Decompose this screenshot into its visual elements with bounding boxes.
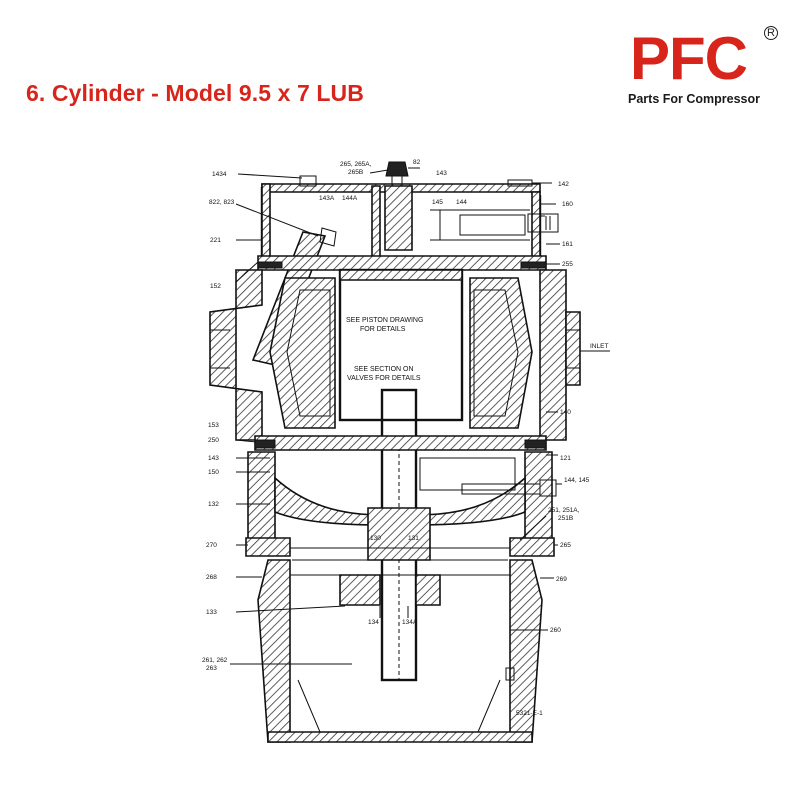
distance-piece	[245, 451, 557, 561]
label-133: 133	[206, 609, 217, 616]
label-153: 153	[208, 422, 219, 429]
label-121: 121	[560, 455, 571, 462]
label-221: 221	[210, 237, 221, 244]
piston-note-1: SEE PISTON DRAWING	[346, 317, 423, 324]
drawing-number: 5321-E-1	[516, 710, 543, 717]
label-145: 145	[432, 199, 443, 206]
logo-tagline: Parts For Compressor	[628, 92, 760, 106]
label-268: 268	[206, 574, 217, 581]
cylinder-body	[209, 269, 581, 441]
cylinder-head	[260, 175, 559, 260]
crosshead-housing	[257, 559, 543, 743]
label-130: 130	[370, 535, 381, 542]
label-132: 132	[208, 501, 219, 508]
label-82: 82	[413, 159, 421, 166]
label-270: 270	[206, 542, 217, 549]
lower-flange	[254, 435, 547, 451]
top-fitting	[384, 161, 413, 251]
inlet-label: INLET	[590, 343, 608, 350]
label-1434: 1434	[212, 171, 227, 178]
label-144-145: 144, 145	[564, 477, 590, 484]
logo-brand: PFC	[630, 25, 748, 92]
label-255: 255	[562, 261, 573, 268]
label-251: 251, 251A,	[548, 507, 580, 514]
label-134: 134	[368, 619, 379, 626]
label-140: 140	[560, 409, 571, 416]
label-265: 265, 265A,	[340, 161, 372, 168]
leader-lines	[230, 167, 610, 665]
pfc-logo: PFC R Parts For Compressor	[628, 25, 778, 110]
label-260: 260	[550, 627, 561, 634]
label-265-right: 265	[560, 542, 571, 549]
label-265b: 265B	[348, 169, 363, 176]
piston: SEE PISTON DRAWING FOR DETAILS SEE SECTI…	[338, 268, 464, 422]
upper-flange	[257, 255, 547, 271]
valves-note-2: VALVES FOR DETAILS	[347, 375, 421, 382]
label-269: 269	[556, 576, 567, 583]
label-263: 263	[206, 665, 217, 672]
label-152: 152	[210, 283, 221, 290]
part-labels: 265, 265A, 265B 82 143 142 1434 143A 144…	[202, 159, 608, 717]
label-150: 150	[208, 469, 219, 476]
page-title: 6. Cylinder - Model 9.5 x 7 LUB	[26, 80, 364, 106]
label-143a: 143A	[319, 195, 335, 202]
label-142: 142	[558, 181, 569, 188]
label-144: 144	[456, 199, 467, 206]
registered-mark-icon: R	[764, 26, 778, 40]
label-261: 261, 262	[202, 657, 228, 664]
label-161: 161	[562, 241, 573, 248]
label-131: 131	[408, 535, 419, 542]
label-250: 250	[208, 437, 219, 444]
label-144a: 144A	[342, 195, 358, 202]
label-251b: 251B	[558, 515, 573, 522]
label-160: 160	[562, 201, 573, 208]
label-822: 822, 823	[209, 199, 235, 206]
label-143-top: 143	[436, 170, 447, 177]
piston-note-2: FOR DETAILS	[360, 326, 406, 333]
label-134a: 134A	[402, 619, 418, 626]
label-143-mid: 143	[208, 455, 219, 462]
valves-note-1: SEE SECTION ON	[354, 366, 414, 373]
